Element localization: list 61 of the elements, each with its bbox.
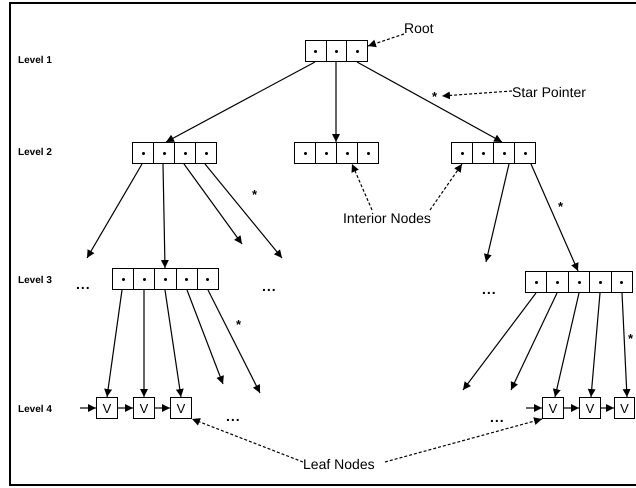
ellipsis-label: ... — [490, 409, 505, 425]
arrow — [332, 62, 340, 142]
arrow — [166, 61, 316, 143]
ellipsis-label: ... — [76, 276, 91, 292]
pointer-array-node — [525, 271, 633, 293]
arrow — [184, 164, 242, 244]
pointer-array-node — [132, 142, 217, 164]
level-label: Level 1 — [18, 55, 52, 66]
arrow — [86, 164, 143, 258]
asterisk-label: * — [432, 89, 442, 103]
leaf-node: V — [614, 397, 635, 419]
leaf-node: V — [579, 397, 601, 419]
arrow — [484, 164, 510, 262]
annotation-label: Root — [404, 20, 434, 36]
leader-arrow — [442, 90, 512, 100]
leaf-node: V — [542, 397, 564, 419]
leaf-node: V — [133, 397, 155, 419]
edge-label: * — [252, 188, 258, 201]
arrow — [621, 292, 631, 398]
leader-arrow — [351, 164, 373, 210]
arrow — [462, 292, 536, 390]
ellipsis-label: ... — [226, 408, 241, 424]
arrow — [530, 164, 579, 272]
arrow — [164, 290, 184, 398]
pointer-array-node — [305, 40, 368, 62]
edge-label: * — [628, 332, 634, 345]
annotation-label: Leaf Nodes — [303, 456, 375, 472]
annotation-label: Star Pointer — [512, 84, 586, 100]
level-label: Level 2 — [18, 147, 52, 158]
edge-label: * — [236, 318, 242, 331]
arrow — [118, 404, 133, 412]
leader-arrow — [430, 164, 462, 210]
ellipsis-label: ... — [482, 281, 497, 297]
arrow — [564, 404, 579, 412]
arrow — [510, 292, 558, 390]
arrow — [104, 290, 123, 398]
arrow — [160, 164, 169, 268]
arrow — [80, 404, 96, 412]
annotation-label: Interior Nodes — [343, 210, 431, 226]
ellipsis-label: ... — [262, 278, 277, 294]
leader-arrow — [192, 418, 304, 463]
arrow — [601, 404, 614, 412]
edge-label: * — [558, 200, 564, 213]
arrow — [356, 61, 502, 143]
arrow — [204, 164, 282, 258]
pointer-array-node — [112, 268, 219, 290]
arrow — [552, 292, 580, 398]
arrow — [207, 290, 261, 394]
level-label: Level 4 — [18, 404, 52, 415]
arrow — [186, 290, 224, 384]
pointer-array-node — [294, 142, 379, 164]
leaf-node: V — [170, 397, 192, 419]
leaf-node: V — [96, 397, 118, 419]
arrow — [155, 404, 170, 412]
leader-arrow — [368, 33, 404, 48]
arrow — [140, 290, 148, 397]
arrow — [526, 404, 542, 412]
arrow — [588, 292, 601, 398]
pointer-array-node — [451, 142, 536, 164]
level-label: Level 3 — [18, 275, 52, 286]
leader-arrow — [384, 417, 542, 463]
